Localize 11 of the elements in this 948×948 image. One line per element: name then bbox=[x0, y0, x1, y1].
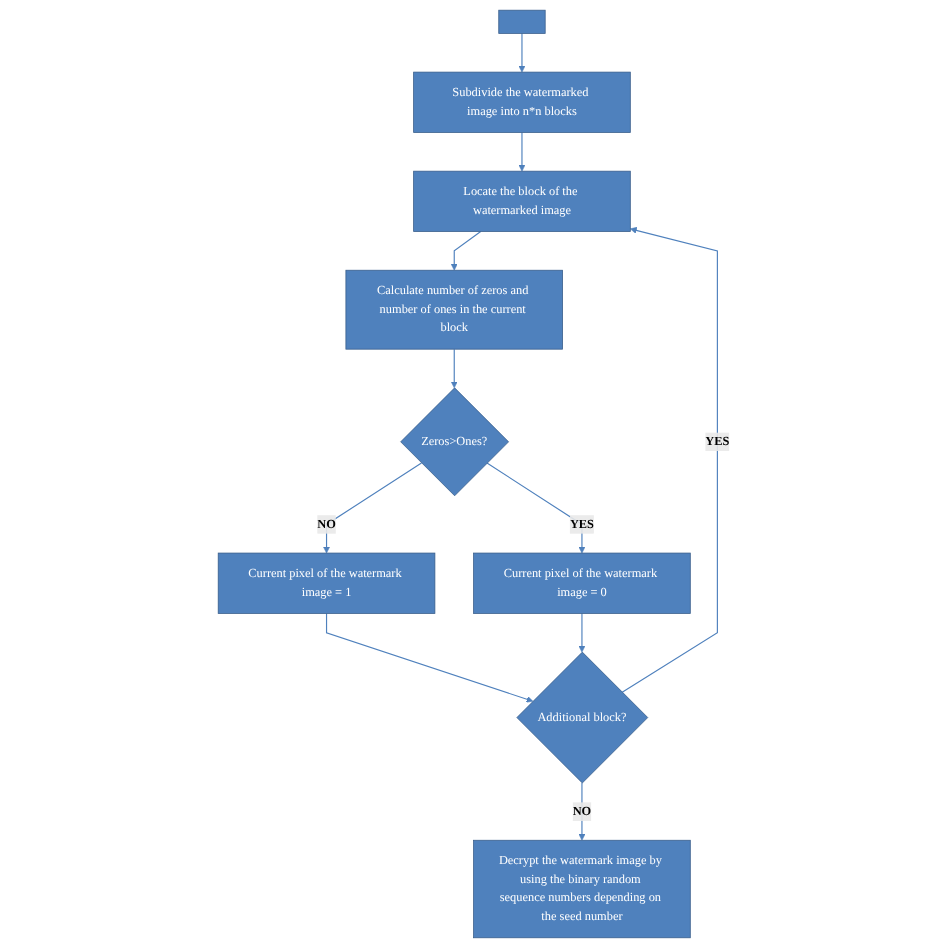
arrow bbox=[621, 227, 719, 693]
arrow bbox=[451, 230, 482, 271]
node-box bbox=[498, 9, 546, 34]
arrow bbox=[486, 462, 586, 554]
arrow bbox=[578, 782, 586, 841]
arrow bbox=[578, 612, 586, 653]
arrow bbox=[451, 348, 458, 389]
arrow bbox=[323, 462, 423, 554]
arrow bbox=[518, 131, 526, 172]
arrow bbox=[518, 32, 526, 73]
arrow bbox=[326, 612, 534, 703]
